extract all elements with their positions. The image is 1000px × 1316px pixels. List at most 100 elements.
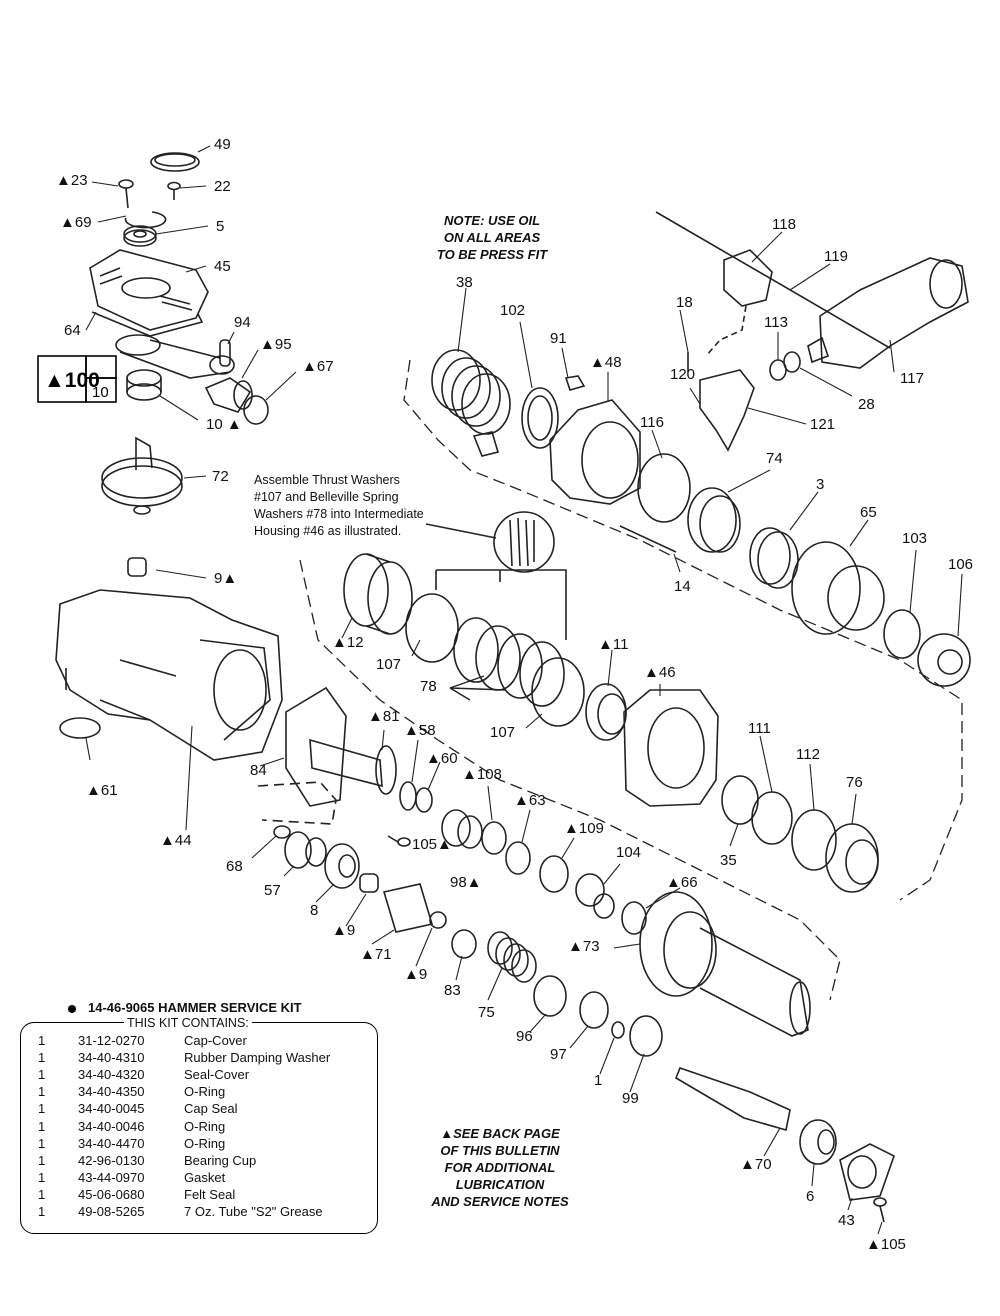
note-line-3: TO BE PRESS FIT	[436, 247, 548, 262]
callout-103: 103	[902, 530, 928, 547]
callout-64: 64	[64, 322, 81, 339]
callout-65: 65	[860, 504, 877, 521]
kit-part-number: 34-40-0046	[78, 1118, 145, 1134]
part-28-ring	[783, 351, 801, 373]
part-84-gasket	[285, 686, 347, 807]
note-line-2: ON ALL AREAS	[443, 230, 541, 245]
callout-91: 91	[550, 330, 567, 347]
part-68-washer	[273, 825, 291, 839]
kit-qty: 1	[38, 1033, 46, 1049]
part-23-screw	[118, 179, 134, 209]
part-45-cover-plate	[89, 249, 209, 331]
assemble-line-4: Housing #46 as illustrated.	[254, 524, 402, 538]
part-108-washer	[481, 821, 507, 855]
part-1-ring	[611, 1021, 625, 1039]
callout-46: ▲46	[644, 664, 676, 681]
part-94-pin	[219, 339, 231, 367]
callout-23: ▲23	[56, 172, 88, 189]
callout-84: 84	[250, 762, 267, 779]
part-97-clutch	[579, 991, 609, 1029]
note-line-1: NOTE: USE OIL	[443, 213, 541, 228]
table-row: 1 31-12-0270 Cap-Cover	[30, 1032, 330, 1049]
part-46-intermediate-housing	[623, 689, 719, 807]
callout-44: ▲44	[160, 832, 192, 849]
part-83-washer	[451, 929, 477, 959]
part-49-cap	[150, 152, 200, 172]
callout-45: 45	[214, 258, 231, 275]
part-60-ring	[415, 787, 433, 813]
part-43-bearing-cup	[839, 1143, 895, 1201]
callout-109: ▲109	[564, 820, 604, 837]
callout-107b: 107	[490, 724, 516, 741]
part-95-piston	[204, 377, 253, 413]
callout-73: ▲73	[568, 938, 600, 955]
callout-66: ▲66	[666, 874, 698, 891]
kit-qty: 1	[38, 1118, 46, 1134]
kit-title-text: 14-46-9065 HAMMER SERVICE KIT	[88, 1000, 302, 1015]
part-105-screw-b	[873, 1197, 887, 1223]
part-104-striker	[575, 873, 615, 919]
part-65-retainer	[791, 541, 885, 635]
callout-48: ▲48	[590, 354, 622, 371]
detail-circle-washers	[435, 511, 567, 640]
callout-61: ▲61	[86, 782, 118, 799]
part-70-spindle	[675, 1066, 791, 1132]
kit-description: O-Ring	[184, 1135, 226, 1151]
callout-68: 68	[226, 858, 243, 875]
part-66-o-ring	[621, 901, 647, 935]
part-100-connecting-rod	[115, 334, 235, 379]
kit-description: O-Ring	[184, 1084, 226, 1100]
callout-71: ▲71	[360, 946, 392, 963]
part-111-ring	[751, 791, 793, 845]
part-72-gear	[101, 436, 183, 515]
callout-38: 38	[456, 274, 473, 291]
kit-qty: 1	[38, 1050, 46, 1066]
part-9-bearing-b	[359, 873, 379, 893]
callout-75: 75	[478, 1004, 495, 1021]
callout-3: 3	[816, 476, 825, 493]
assemble-line-2: #107 and Belleville Spring	[254, 490, 399, 504]
callout-120: 120	[670, 366, 696, 383]
back-note-line-2: OF THIS BULLETIN	[440, 1143, 560, 1158]
kit-part-number: 31-12-0270	[78, 1033, 145, 1049]
callout-8: 8	[310, 902, 319, 919]
kit-description: Gasket	[184, 1169, 226, 1185]
kit-qty: 1	[38, 1169, 46, 1185]
part-102-ring	[521, 387, 559, 449]
callout-94: 94	[234, 314, 251, 331]
leader-lines	[85, 145, 963, 1235]
part-key-clip	[472, 431, 500, 457]
back-page-note: ▲SEE BACK PAGE OF THIS BULLETIN FOR ADDI…	[410, 1125, 590, 1210]
callout-49: 49	[214, 136, 231, 153]
part-105-screw-a	[387, 835, 411, 847]
back-note-line-4: LUBRICATION	[455, 1177, 545, 1192]
part-14-bolt	[619, 525, 677, 553]
callout-69: ▲69	[60, 214, 92, 231]
part-12-bearing-cup	[343, 553, 413, 635]
assemble-line-1: Assemble Thrust Washers	[254, 473, 400, 487]
callout-10: 10 ▲	[206, 416, 242, 433]
callout-108: ▲108	[462, 766, 502, 783]
assemble-note: Assemble Thrust Washers #107 and Bellevi…	[254, 472, 454, 540]
kit-description: Cap-Cover	[184, 1033, 247, 1049]
callout-67: ▲67	[302, 358, 334, 375]
callout-14: 14	[674, 578, 691, 595]
kit-description: Bearing Cup	[184, 1152, 257, 1168]
callout-117: 117	[900, 370, 924, 387]
callout-121: 121	[810, 416, 836, 433]
part-96-clutch	[533, 975, 567, 1017]
part-63-ring	[505, 841, 531, 875]
part-48-barrel-housing	[549, 399, 641, 505]
part-74-ring	[687, 487, 741, 553]
kit-part-number: 34-40-4350	[78, 1084, 145, 1100]
kit-qty: 1	[38, 1203, 46, 1219]
part-76-seal	[825, 823, 879, 893]
bullet-icon	[68, 1004, 76, 1013]
part-121-bracket	[699, 369, 755, 452]
